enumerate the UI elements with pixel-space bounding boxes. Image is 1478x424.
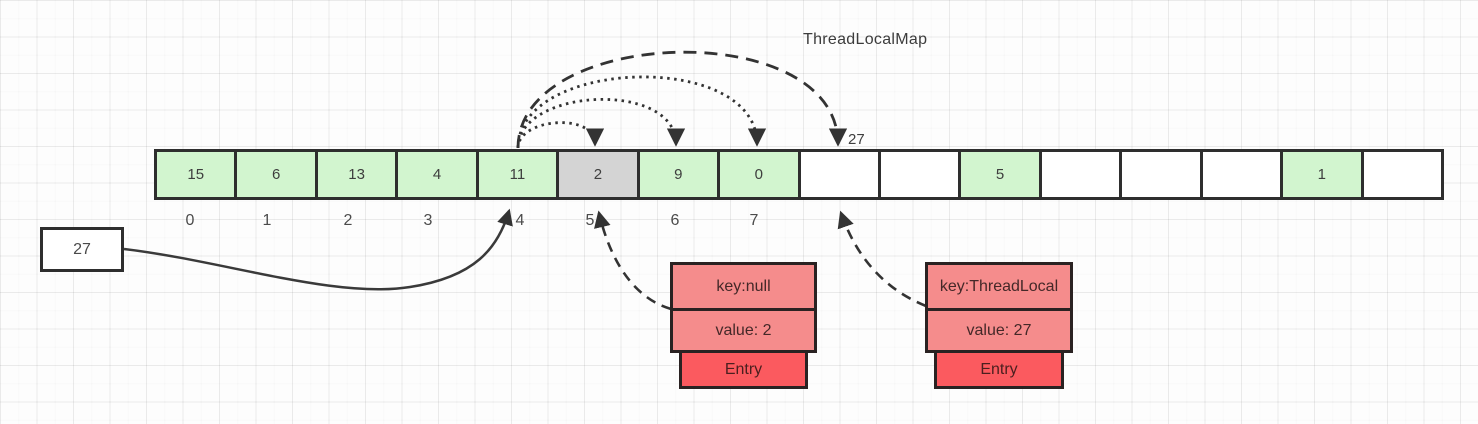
probe-arc-slot7-icon (516, 75, 767, 149)
array-cell-4: 11 (478, 152, 560, 197)
entry-value-27: value: 27 (928, 308, 1070, 350)
probe-arc-slot5-icon (516, 121, 605, 149)
array-cell-0: 15 (157, 152, 238, 197)
live-entry-arrow-icon (837, 210, 927, 308)
entry-key-null: key:null (716, 277, 771, 295)
entry-box-live: key:ThreadLocal value: 27 Entry (925, 262, 1073, 389)
index-label-7: 7 (749, 212, 759, 229)
array-cell-14: 1 (1283, 152, 1364, 197)
entry-key-threadlocal: key:ThreadLocal (939, 277, 1059, 295)
entry-tab-label: Entry (678, 350, 809, 389)
array-cell-2: 13 (317, 152, 399, 197)
index-label-2: 2 (343, 212, 353, 229)
array-cell-5: 2 (559, 152, 640, 197)
index-label-1: 1 (262, 212, 272, 229)
array-cell-11 (1041, 152, 1123, 197)
index-label-3: 3 (423, 212, 433, 229)
probe-arc-slot6-icon (516, 97, 686, 149)
index-label-5: 5 (585, 212, 595, 229)
array-cell-9 (880, 152, 962, 197)
entry-box-stale: key:null value: 2 Entry (670, 262, 817, 389)
array-cell-15 (1363, 152, 1441, 197)
stale-entry-arrow-icon (594, 210, 672, 311)
entry-value-2: value: 2 (673, 308, 814, 350)
array-cell-12 (1122, 152, 1203, 197)
slot8-hash-label: 27 (848, 131, 865, 148)
index-label-4: 4 (515, 212, 525, 229)
array-cell-3: 4 (398, 152, 479, 197)
array-cell-6: 9 (639, 152, 721, 197)
probe-arc-slot8-icon (516, 50, 848, 149)
diagram-title: ThreadLocalMap (803, 31, 928, 48)
hash-arrow-27-to-slot4-icon (123, 208, 513, 291)
entry-tab-label: Entry (933, 350, 1065, 389)
index-label-6: 6 (670, 212, 680, 229)
array-cell-13 (1202, 152, 1284, 197)
array-cell-8 (800, 152, 881, 197)
array-cell-10: 5 (961, 152, 1042, 197)
array-cell-1: 6 (237, 152, 318, 197)
value-box-27: 27 (40, 227, 124, 272)
array-cell-7: 0 (720, 152, 801, 197)
index-label-0: 0 (185, 212, 195, 229)
